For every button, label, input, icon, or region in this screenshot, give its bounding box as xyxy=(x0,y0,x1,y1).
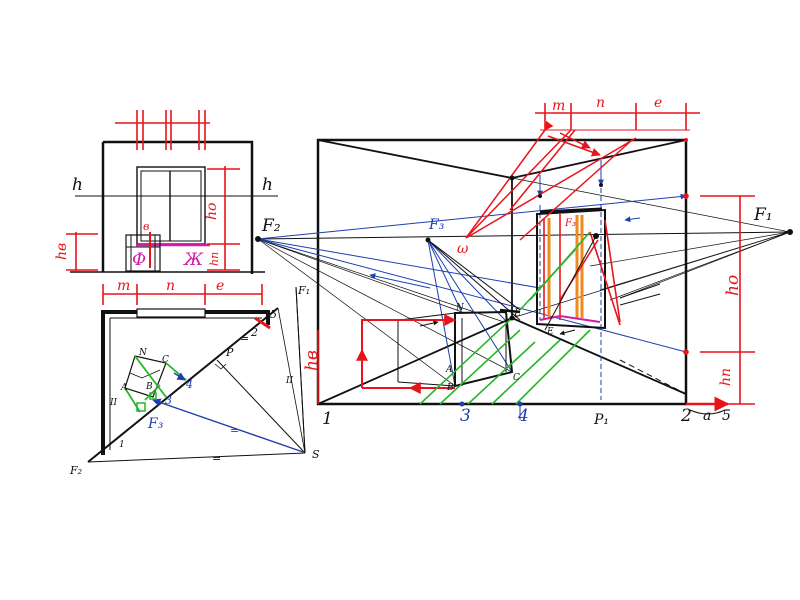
persp-label-h-p: hп xyxy=(718,368,734,386)
plan-view: m n e F₁ F₂ S P F₃ 2 5 N C A B 4 3 1 II … xyxy=(69,278,320,477)
plan-label-s: S xyxy=(312,448,320,461)
persp-dim-m: m xyxy=(552,98,565,114)
persp-label-a-pt: A xyxy=(445,365,453,375)
persp-label-5: 5 xyxy=(722,408,731,424)
persp-label-p1: P₁ xyxy=(593,412,609,428)
plan-label-4: 4 xyxy=(185,378,193,391)
elevation-right-dimension xyxy=(207,166,240,271)
label-phi: Ф xyxy=(132,250,146,270)
plan-tick-right: II xyxy=(285,376,294,386)
plan-window xyxy=(136,308,206,318)
plan-label-1: 1 xyxy=(119,440,125,450)
plan-tick-left: II xyxy=(109,398,118,408)
window-sill-magenta xyxy=(539,314,601,323)
persp-label-f1: F₁ xyxy=(753,205,773,225)
f3-small-point xyxy=(593,233,599,239)
plan-s-to-pp-line xyxy=(216,359,306,454)
label-h-b-elevation: hв xyxy=(54,243,70,260)
persp-label-f3: F₃ xyxy=(428,217,445,233)
label-zh: Ж xyxy=(183,250,204,270)
plan-label-c: C xyxy=(162,355,169,365)
persp-dim-n: n xyxy=(596,95,605,111)
vanishing-lines-f1 xyxy=(511,177,791,319)
vanishing-lines-f2 xyxy=(257,238,513,387)
blue-construction-lines xyxy=(257,180,687,420)
f3-point xyxy=(425,237,431,243)
plan-dim-n: n xyxy=(166,278,175,294)
plan-label-n: N xyxy=(138,348,148,358)
label-h-o-elevation: hо xyxy=(204,203,220,220)
plan-label-f1: F₁ xyxy=(297,284,310,297)
window-reveal-orange xyxy=(547,215,584,318)
plan-s-f3-line xyxy=(152,398,304,453)
persp-label-h-b: hв xyxy=(302,350,322,371)
plan-tick-eq-mid: = xyxy=(230,424,239,437)
persp-label-a: a xyxy=(703,408,711,424)
elevation-top-dimension xyxy=(115,110,210,150)
plan-label-5: 5 xyxy=(270,308,277,321)
persp-dim-e: e xyxy=(654,95,662,111)
label-h-p-elevation: hп xyxy=(208,252,221,266)
red-table-outline xyxy=(356,314,457,394)
plan-table xyxy=(124,355,167,398)
plan-label-b: B xyxy=(145,382,153,392)
persp-label-b-pt: B xyxy=(446,383,454,393)
horizon-label-right: h xyxy=(262,175,273,195)
horizon-label-left: h xyxy=(72,175,83,195)
plan-s-f1-line xyxy=(295,286,306,454)
ceiling-left xyxy=(317,139,513,179)
persp-label-4: 4 xyxy=(517,406,529,426)
plan-tick-eq-top: = xyxy=(240,332,249,345)
perspective-window xyxy=(536,207,606,330)
plan-label-2: 2 xyxy=(250,326,258,339)
f2-point xyxy=(255,236,261,242)
persp-label-1: 1 xyxy=(322,409,333,429)
persp-label-l: L xyxy=(513,308,521,319)
plan-dim-m: m xyxy=(117,278,130,294)
plan-label-f2: F₂ xyxy=(69,464,82,477)
perspective-frame xyxy=(316,138,688,406)
plan-label-f3: F₃ xyxy=(147,416,164,432)
floor-left xyxy=(317,317,513,405)
persp-label-e: E xyxy=(546,327,554,337)
picture-plane-trace xyxy=(87,307,279,463)
plan-label-3: 3 xyxy=(165,394,172,407)
persp-label-n: N xyxy=(455,303,465,313)
perspective-top-dimension xyxy=(535,103,700,131)
label-b-elevation: в xyxy=(143,220,149,233)
plan-top-dimension xyxy=(102,284,263,305)
green-construction-lines xyxy=(419,231,591,405)
perspective-view: m n e F₁ F₂ F₃ F₃ ω hо hп hв 1 2 3 4 5 a… xyxy=(255,95,793,429)
plan-f2-s-line xyxy=(87,452,306,463)
persp-label-f3-small: F₃ xyxy=(564,218,576,229)
persp-label-f2: F₂ xyxy=(261,216,281,236)
persp-label-3: 3 xyxy=(460,406,471,426)
elevation-left-dimension xyxy=(66,232,98,272)
persp-label-omega: ω xyxy=(457,241,469,257)
f1-point xyxy=(787,229,793,235)
f3-lines xyxy=(427,235,597,331)
red-rays-omega xyxy=(465,120,637,241)
persp-label-c: C xyxy=(513,373,520,383)
persp-label-h-o: hо xyxy=(723,275,743,296)
plan-label-a: A xyxy=(120,383,128,393)
plan-label-p: P xyxy=(225,346,234,359)
elevation-view: h h hв hо hп в Ф Ж xyxy=(54,110,278,274)
plan-tick-eq-bot: = xyxy=(212,452,221,465)
elevation-wall xyxy=(101,140,254,274)
floor-right xyxy=(511,317,687,395)
persp-label-2: 2 xyxy=(680,406,692,426)
plan-dim-e: e xyxy=(216,278,224,294)
elevation-table xyxy=(125,234,161,272)
